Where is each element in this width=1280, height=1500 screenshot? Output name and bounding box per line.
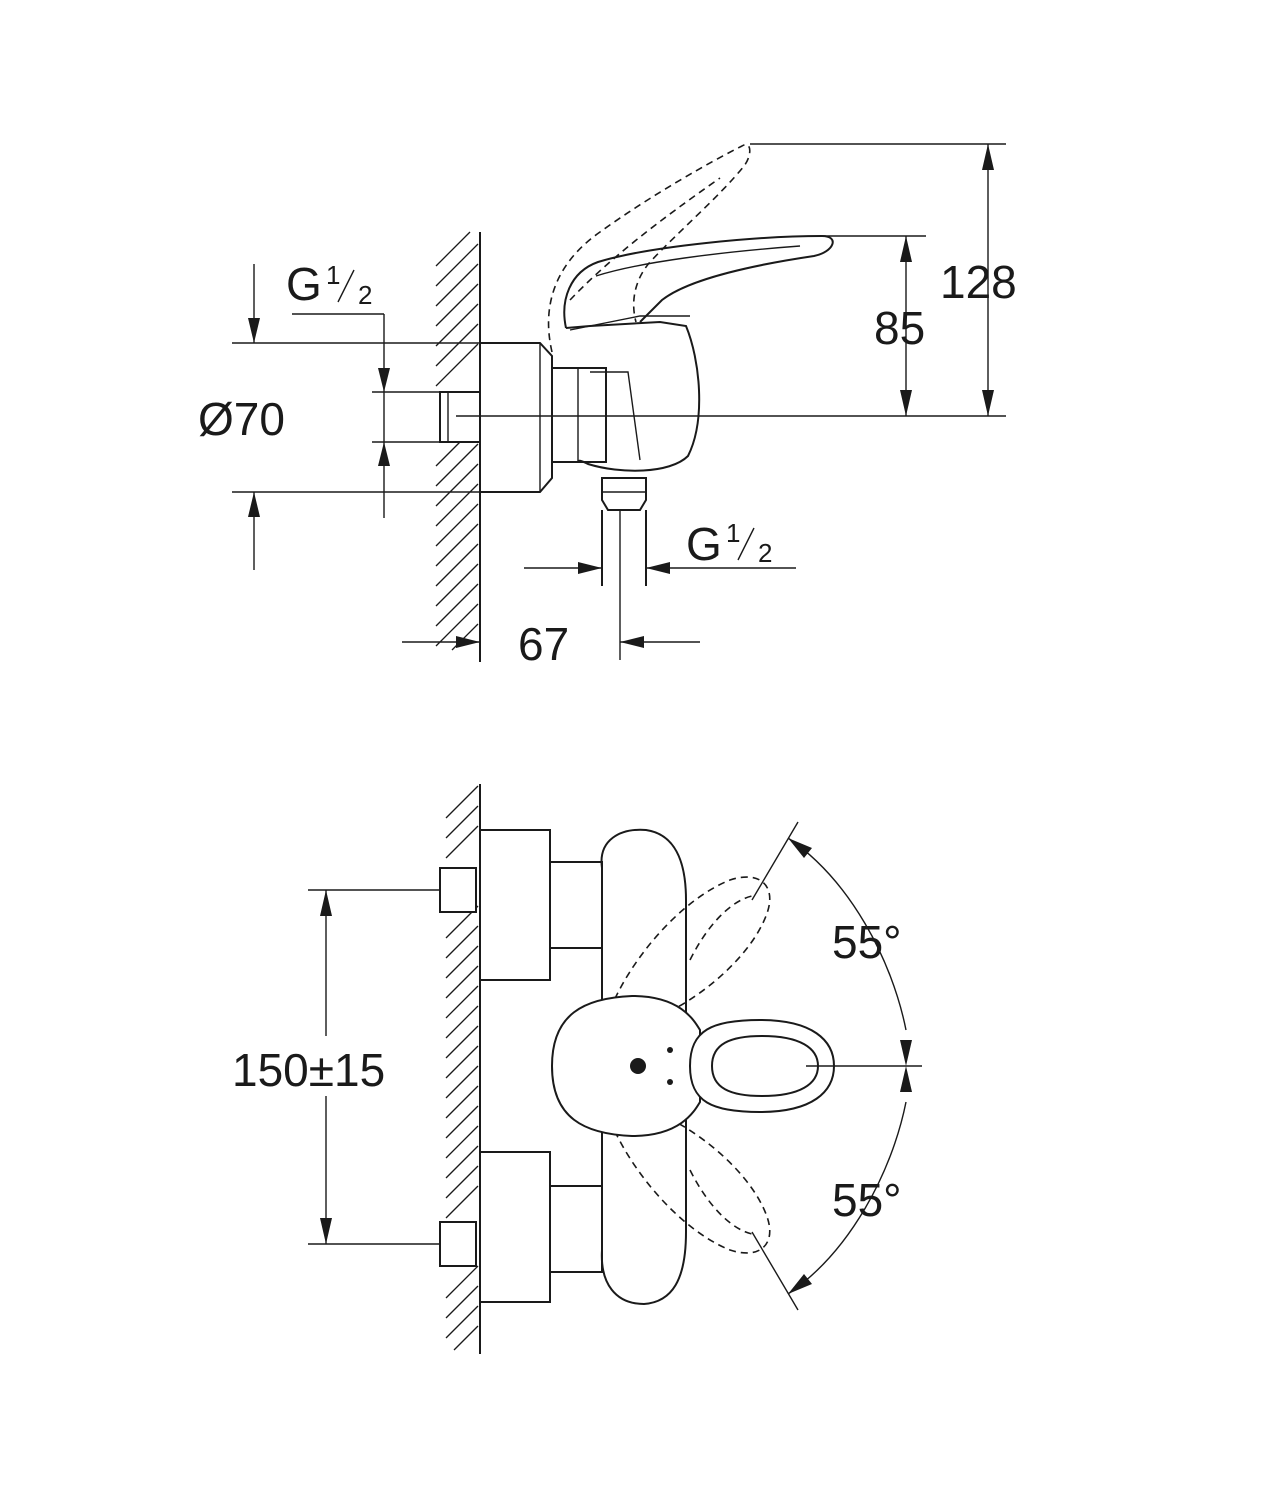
side-lever [563,234,834,329]
side-body [565,320,701,472]
depth-label: 67 [518,618,569,670]
front-cartridge-housing [550,994,701,1138]
front-connector-upper [549,861,603,949]
side-wall-hatching [435,231,479,651]
side-inlet-nut [439,391,481,443]
inlet-spacing-label: 150±15 [232,1044,385,1096]
side-connector [552,367,607,463]
thread-inlet-letter: G [286,258,322,310]
angle-up-label: 55° [832,916,902,968]
dim-depth: 67 [402,618,700,670]
front-escutcheon-upper [479,829,551,981]
side-lever-raised [547,143,751,353]
front-lever-down [609,1109,771,1254]
front-escutcheon-lower [479,1151,551,1303]
thread-outlet-den: 2 [758,538,772,568]
diameter-label: Ø70 [198,393,285,445]
side-escutcheon [480,342,553,493]
front-indicator-dot [630,1058,646,1074]
front-body [600,828,687,1306]
thread-inlet-num: 1 [326,260,340,290]
dim-heights: 85 128 [456,143,1017,417]
dim-thread-outlet: G 1 2 [524,518,796,574]
front-inlet-nut-upper [439,867,477,913]
front-connector-lower [549,1185,603,1273]
angle-down-label: 55° [832,1174,902,1226]
side-view: G 1 2 Ø70 G 1 2 [198,143,1017,670]
thread-outlet-letter: G [686,518,722,570]
front-inlet-nut-lower [439,1221,477,1267]
front-lever-up [609,876,771,1021]
thread-inlet-den: 2 [358,280,372,310]
thread-outlet-num: 1 [726,518,740,548]
front-view: 150±15 55° 55° [232,784,922,1354]
height-lever-label: 85 [874,302,925,354]
dim-thread-inlet: G 1 2 [286,258,440,518]
side-outlet-nut [601,477,647,511]
dim-inlet-spacing: 150±15 [232,889,440,1245]
height-total-label: 128 [940,256,1017,308]
dim-diameter: Ø70 [198,264,480,570]
dim-angles: 55° 55° [751,821,922,1311]
